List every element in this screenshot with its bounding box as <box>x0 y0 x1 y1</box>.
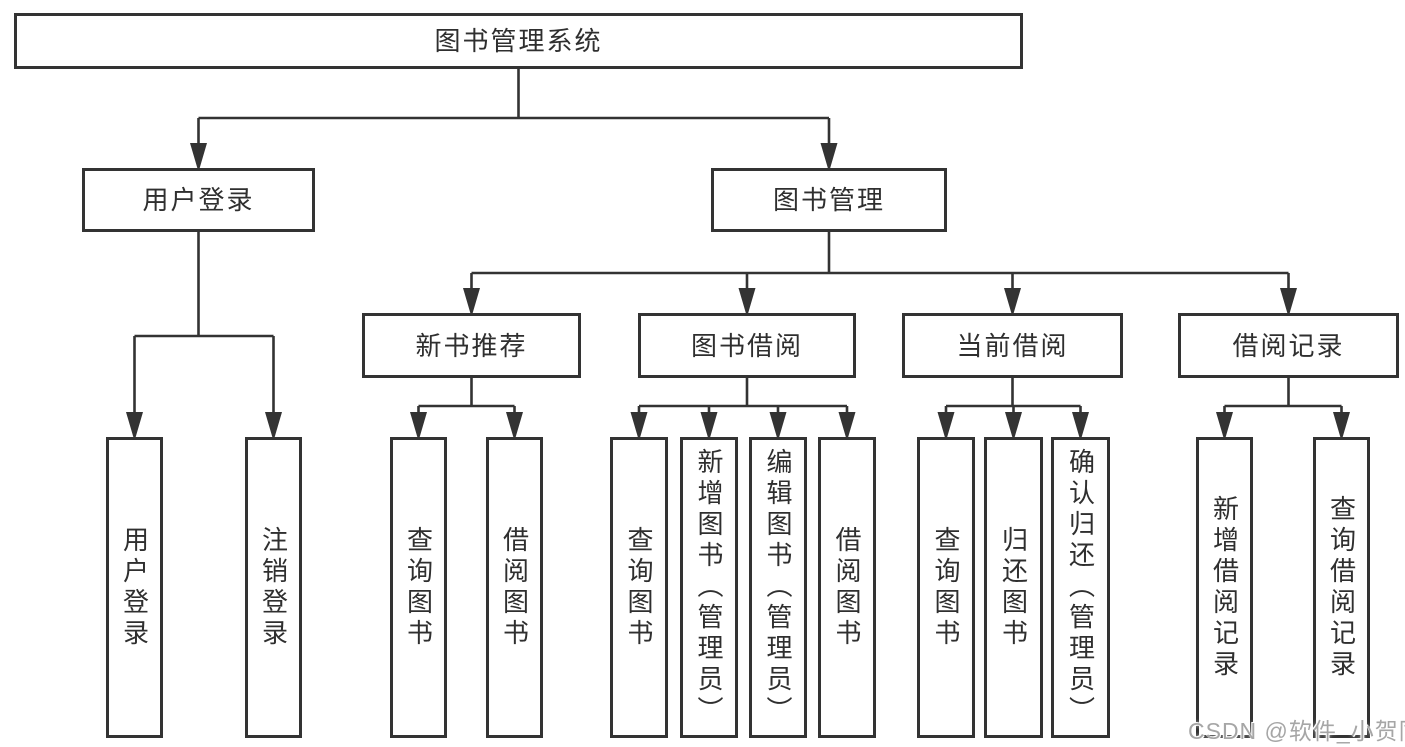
node-records-query: 查询借阅记录 <box>1313 437 1370 738</box>
node-newbook-borrow: 借阅图书 <box>486 437 543 738</box>
node-label: 用户登录 <box>119 525 150 650</box>
node-borrow: 图书借阅 <box>638 313 856 378</box>
node-login-user: 用户登录 <box>106 437 163 738</box>
node-label: 新增图书（管理员） <box>694 448 724 727</box>
node-label: 当前借阅 <box>956 330 1069 361</box>
watermark-text: CSDN @软件_小贺同学 <box>1188 718 1405 744</box>
node-label: 编辑图书（管理员） <box>763 448 793 727</box>
node-label: 借阅图书 <box>499 525 530 650</box>
node-login-logout: 注销登录 <box>245 437 302 738</box>
node-label: 查询图书 <box>624 525 654 650</box>
node-label: 查询借阅记录 <box>1326 494 1357 681</box>
node-root: 图书管理系统 <box>14 13 1023 69</box>
node-label: 用户登录 <box>142 185 255 215</box>
node-label: 查询图书 <box>403 525 434 650</box>
node-current-confirm: 确认归还（管理员） <box>1051 437 1110 738</box>
node-newbook: 新书推荐 <box>362 313 581 378</box>
node-current-return: 归还图书 <box>984 437 1043 738</box>
node-label: 图书管理 <box>772 185 885 215</box>
node-label: 归还图书 <box>998 525 1029 650</box>
node-label: 确认归还（管理员） <box>1065 448 1096 727</box>
node-borrow-add: 新增图书（管理员） <box>680 437 738 738</box>
node-borrow-edit: 编辑图书（管理员） <box>749 437 807 738</box>
node-label: 查询图书 <box>931 525 961 650</box>
node-label: 图书借阅 <box>690 330 803 361</box>
node-current-query: 查询图书 <box>917 437 975 738</box>
node-label: 新书推荐 <box>415 330 528 361</box>
node-newbook-query: 查询图书 <box>390 437 447 738</box>
node-records: 借阅记录 <box>1178 313 1399 378</box>
node-label: 新增借阅记录 <box>1209 494 1240 681</box>
node-label: 注销登录 <box>258 525 289 650</box>
node-bookmgmt: 图书管理 <box>711 168 947 232</box>
node-label: 借阅记录 <box>1232 330 1345 361</box>
node-borrow-query: 查询图书 <box>610 437 668 738</box>
node-borrow-borrow: 借阅图书 <box>818 437 876 738</box>
node-label: 借阅图书 <box>832 525 862 650</box>
node-login: 用户登录 <box>82 168 315 232</box>
node-current: 当前借阅 <box>902 313 1123 378</box>
node-records-add: 新增借阅记录 <box>1196 437 1253 738</box>
node-label: 图书管理系统 <box>434 26 603 56</box>
